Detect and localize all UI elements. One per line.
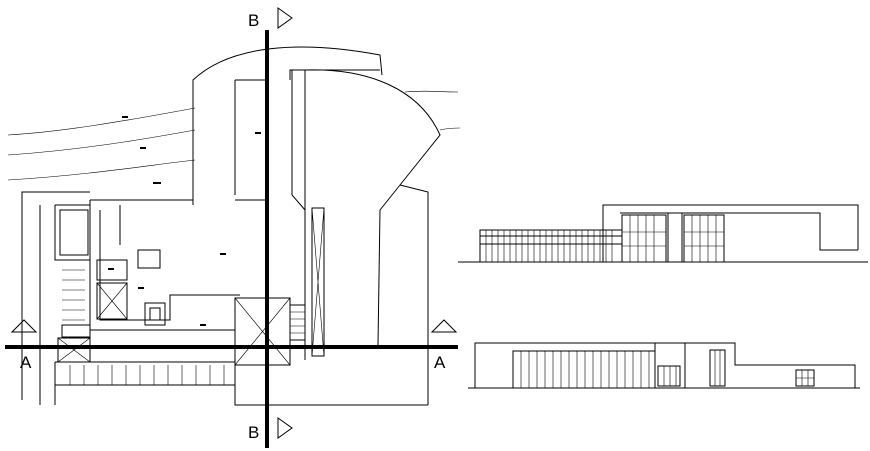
stair-right-treads (290, 311, 305, 334)
elevation-lower (468, 342, 860, 389)
low-wing-mullions (485, 230, 613, 262)
core-cross (234, 297, 291, 366)
facade-outline (602, 204, 859, 262)
facade-inner (620, 212, 858, 251)
glazing-mullions (622, 215, 666, 262)
elevator-box (96, 282, 128, 320)
glazing-mullions (520, 351, 650, 388)
section-arrow-a-left (10, 319, 38, 333)
entry-block (654, 342, 686, 389)
side-window (709, 349, 726, 387)
shaft (311, 207, 325, 357)
room-tags (108, 116, 261, 326)
section-label-a-left: A (20, 353, 32, 372)
low-wing-bands (480, 235, 622, 245)
section-arrow-a-right (430, 319, 458, 333)
floor-plan: B B A A (5, 7, 461, 448)
wing-inner (291, 70, 306, 211)
room (96, 259, 128, 281)
fixture (149, 307, 161, 321)
section-arrow-b-bottom (277, 417, 293, 439)
lower-body (89, 199, 268, 331)
section-label-a-right: A (434, 353, 446, 372)
colonnade-ticks (69, 365, 225, 385)
wing-edge (399, 184, 429, 405)
glazing-block (683, 214, 725, 263)
section-arrow-b-top (277, 7, 293, 29)
shaft-cross (311, 207, 325, 357)
colonnade (54, 361, 235, 405)
entry-door-mullions (663, 366, 677, 386)
room (137, 249, 161, 269)
annex-window-mullions (796, 370, 814, 386)
stair-left (62, 269, 85, 321)
contour-line (404, 90, 459, 93)
contour-line (7, 159, 196, 181)
wing-outline (304, 69, 441, 360)
site-boundary (21, 191, 90, 400)
elevation-upper (458, 204, 868, 263)
entry-door (657, 365, 681, 387)
facade-pier (667, 212, 683, 263)
contour-line (439, 127, 461, 131)
base-line (234, 365, 428, 406)
tower-inner (289, 69, 380, 80)
entry-cross (57, 337, 91, 363)
tower-inner (234, 79, 268, 195)
contour-line (7, 129, 196, 156)
room (144, 302, 166, 326)
section-label-b-top: B (248, 11, 259, 30)
elevator-cross (96, 282, 128, 320)
lower-inner (99, 210, 240, 321)
left-annex (54, 204, 90, 261)
glazing-block (512, 350, 656, 389)
section-label-b-bottom: B (248, 423, 259, 442)
contour-line (7, 107, 196, 136)
facade-outline (474, 342, 856, 388)
left-annex-room (59, 209, 89, 256)
glazing-mullions (684, 215, 724, 262)
side-window-mullions (714, 350, 721, 386)
entry-steps (61, 324, 91, 338)
stair-right (289, 304, 306, 341)
tower-outline (192, 46, 383, 205)
low-wing (479, 229, 623, 263)
glazing-block (621, 214, 667, 263)
